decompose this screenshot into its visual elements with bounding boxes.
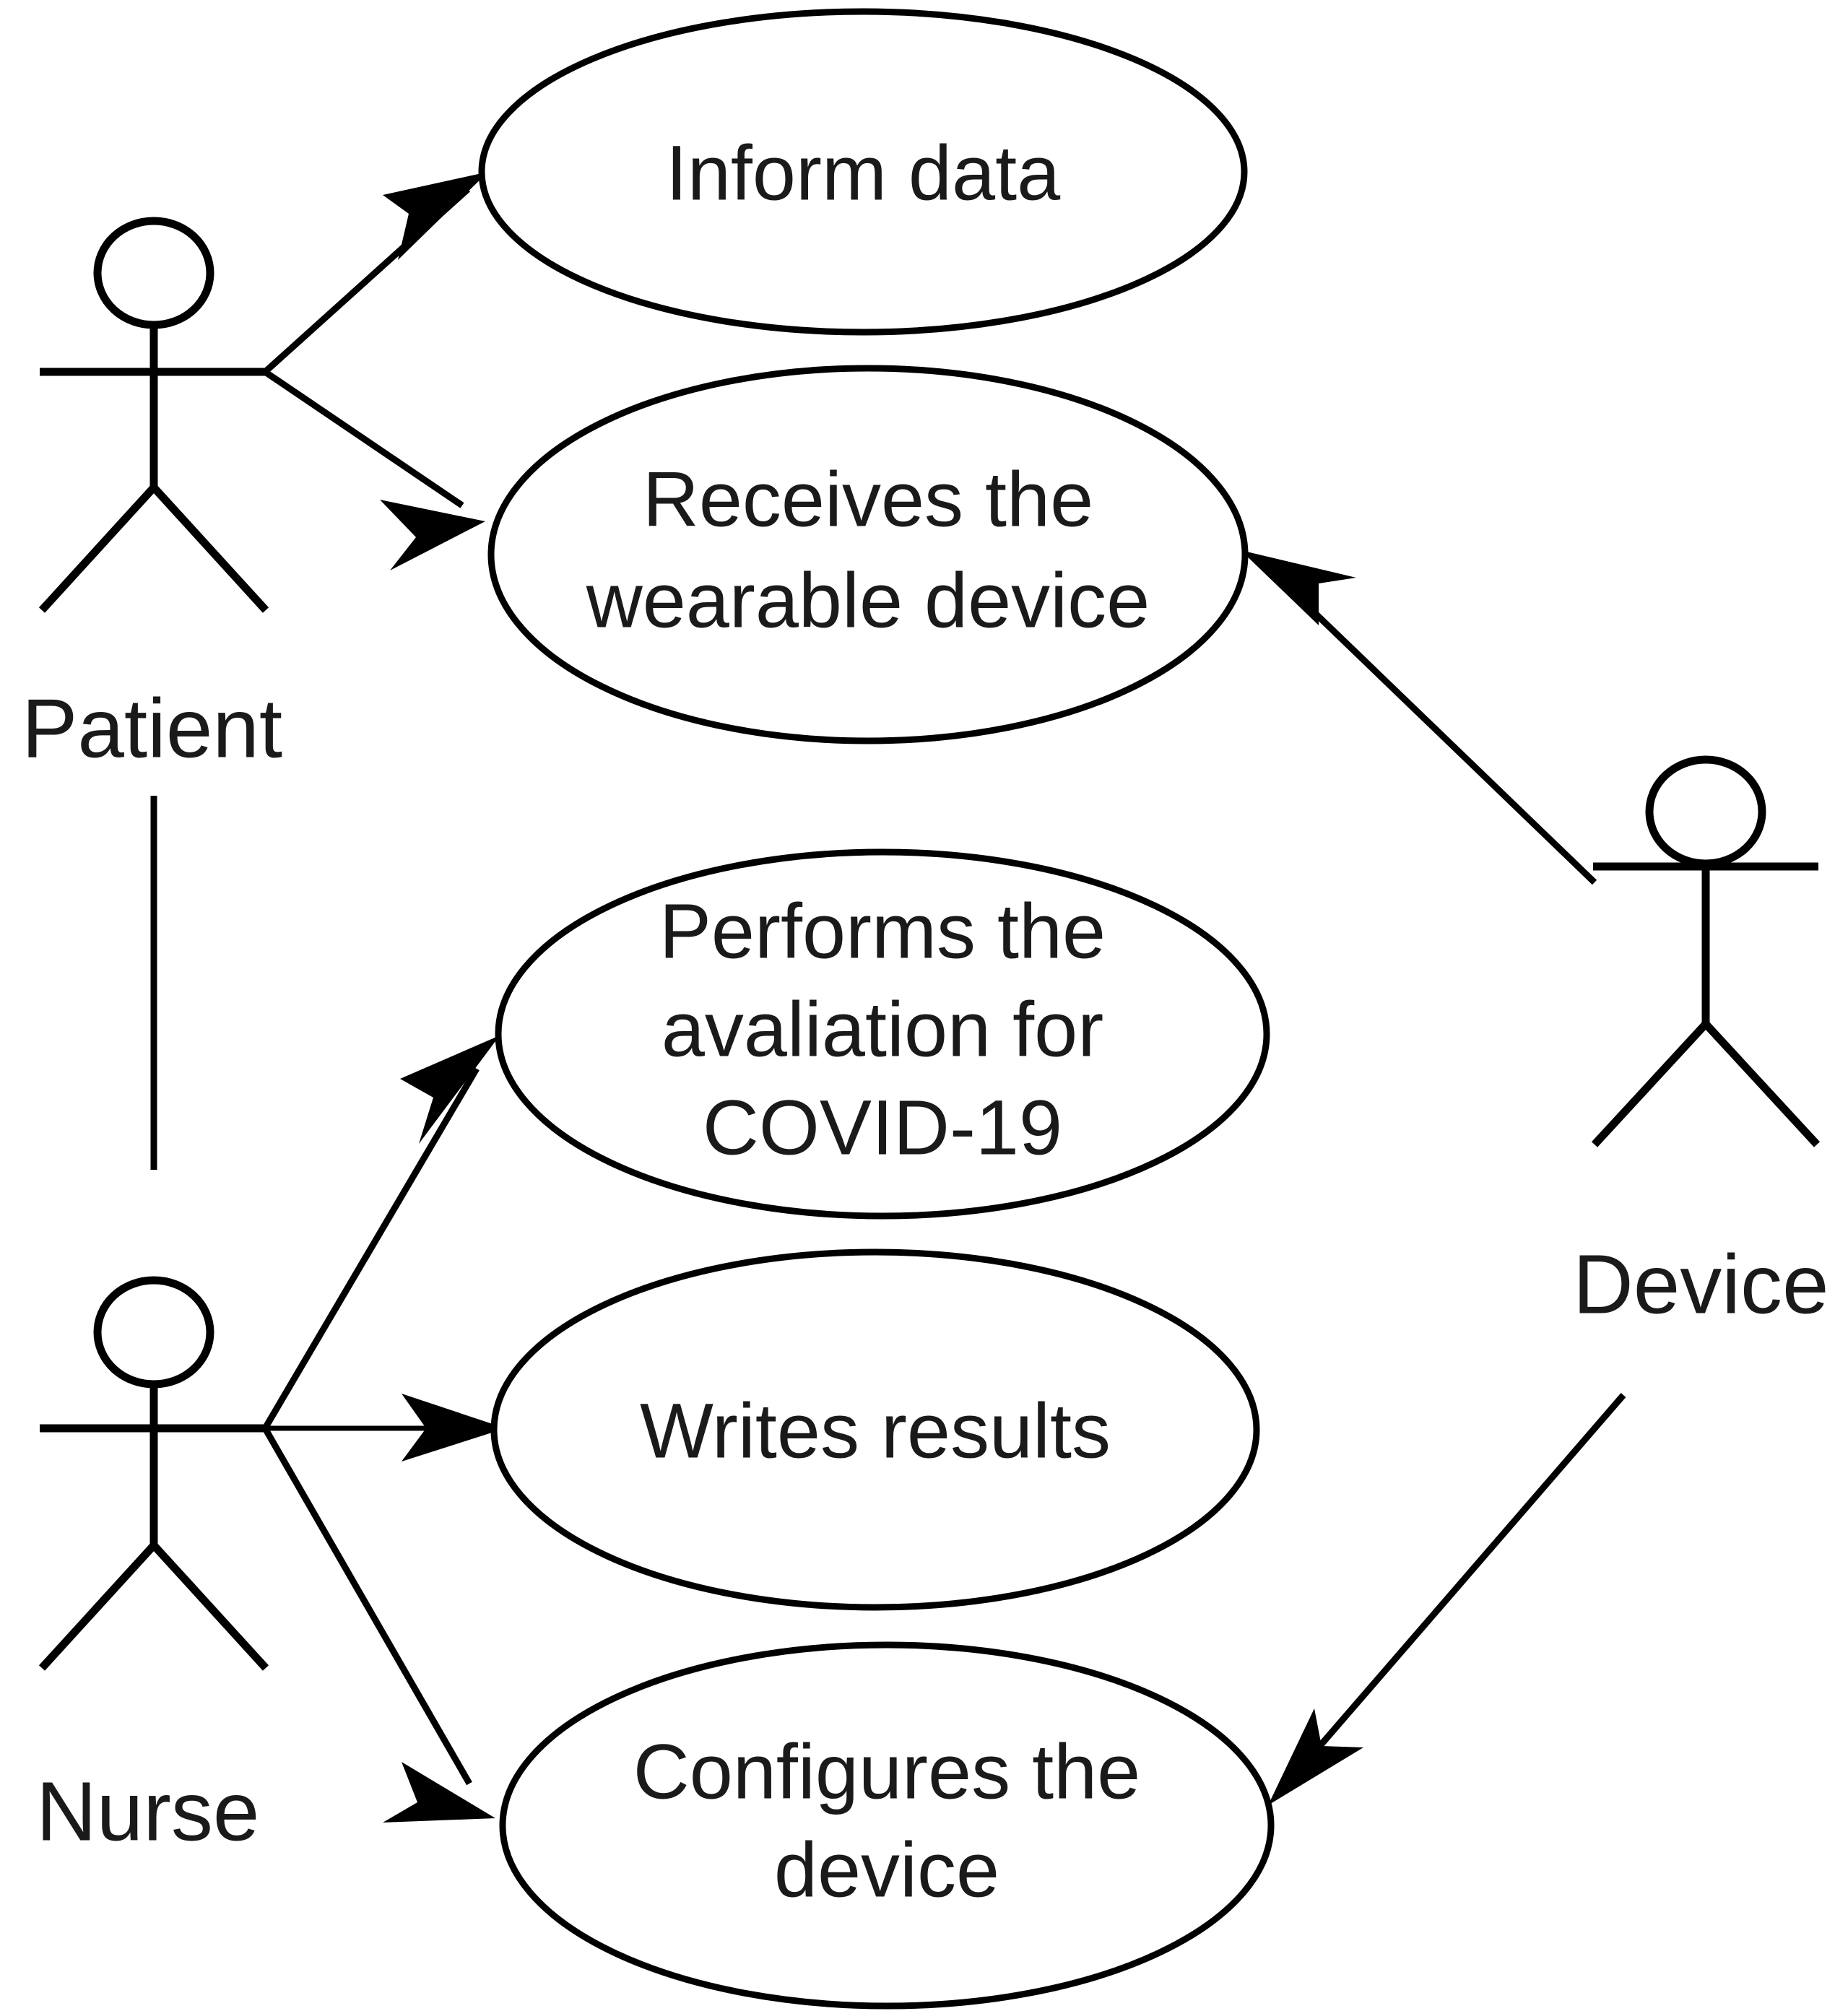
actor-nurse[interactable]: Nurse bbox=[36, 1276, 269, 1859]
association-nurse-to-writes-results[interactable] bbox=[265, 1394, 506, 1461]
use-case-ellipse bbox=[487, 365, 1249, 744]
use-case-label-writes-results: Writes results bbox=[640, 1387, 1111, 1474]
use-case-label-performs-avaliation-line1: Performs the bbox=[659, 887, 1106, 975]
actor-head-icon bbox=[93, 1276, 214, 1389]
actor-head-icon bbox=[93, 217, 214, 329]
use-case-writes-results[interactable]: Writes results bbox=[490, 1248, 1260, 1611]
use-case-ellipse bbox=[499, 1641, 1275, 2010]
association-nurse-to-configures-the-device[interactable] bbox=[262, 1426, 495, 1823]
actor-legs-icon bbox=[38, 1539, 269, 1671]
use-case-label-performs-avaliation-line3: COVID-19 bbox=[703, 1084, 1062, 1171]
use-case-label-configures-the-device-line2: device bbox=[774, 1826, 999, 1914]
association-device-to-configures-the-device[interactable] bbox=[1268, 1393, 1626, 1805]
actor-legs-icon bbox=[38, 481, 269, 613]
use-case-performs-avaliation-covid19[interactable]: Performs the avaliation for COVID-19 bbox=[495, 848, 1270, 1220]
association-patient-to-receives-wearable-device[interactable] bbox=[263, 369, 485, 570]
use-case-inform-data[interactable]: Inform data bbox=[478, 8, 1248, 336]
association-patient-to-inform-data[interactable] bbox=[262, 172, 488, 375]
actor-label-device: Device bbox=[1573, 1238, 1829, 1332]
actor-label-patient: Patient bbox=[22, 682, 282, 776]
arrow-head-icon bbox=[383, 1762, 495, 1823]
use-case-label-performs-avaliation-line2: avaliation for bbox=[661, 986, 1103, 1073]
arrow-head-icon bbox=[1241, 550, 1356, 625]
use-case-ellipse bbox=[495, 848, 1270, 1220]
actor-patient[interactable]: Patient bbox=[22, 217, 282, 776]
use-case-configures-the-device[interactable]: Configures the device bbox=[499, 1641, 1275, 2010]
use-case-ellipse bbox=[490, 1248, 1260, 1611]
arrow-head-icon bbox=[400, 1035, 500, 1144]
arrow-head-icon bbox=[1268, 1708, 1363, 1805]
use-case-label-receives-wearable-device-line1: Receives the bbox=[643, 456, 1093, 543]
association-nurse-to-performs-avaliation[interactable] bbox=[262, 1035, 500, 1430]
actor-device[interactable]: Device bbox=[1573, 755, 1829, 1332]
arrow-head-icon bbox=[383, 172, 488, 260]
arrow-head-icon bbox=[402, 1394, 506, 1461]
use-case-label-configures-the-device-line1: Configures the bbox=[633, 1728, 1140, 1815]
use-case-receives-wearable-device[interactable]: Receives the wearable device bbox=[487, 365, 1249, 744]
use-case-ellipse bbox=[478, 8, 1248, 336]
actor-head-icon bbox=[1645, 755, 1766, 868]
actor-legs-icon bbox=[1591, 1017, 1821, 1147]
actor-label-nurse: Nurse bbox=[36, 1765, 259, 1859]
arrow-head-icon bbox=[380, 500, 485, 570]
use-case-label-receives-wearable-device-line2: wearable device bbox=[586, 557, 1150, 644]
association-device-to-receives-wearable-device[interactable] bbox=[1241, 550, 1597, 885]
use-case-label-inform-data: Inform data bbox=[666, 129, 1061, 217]
